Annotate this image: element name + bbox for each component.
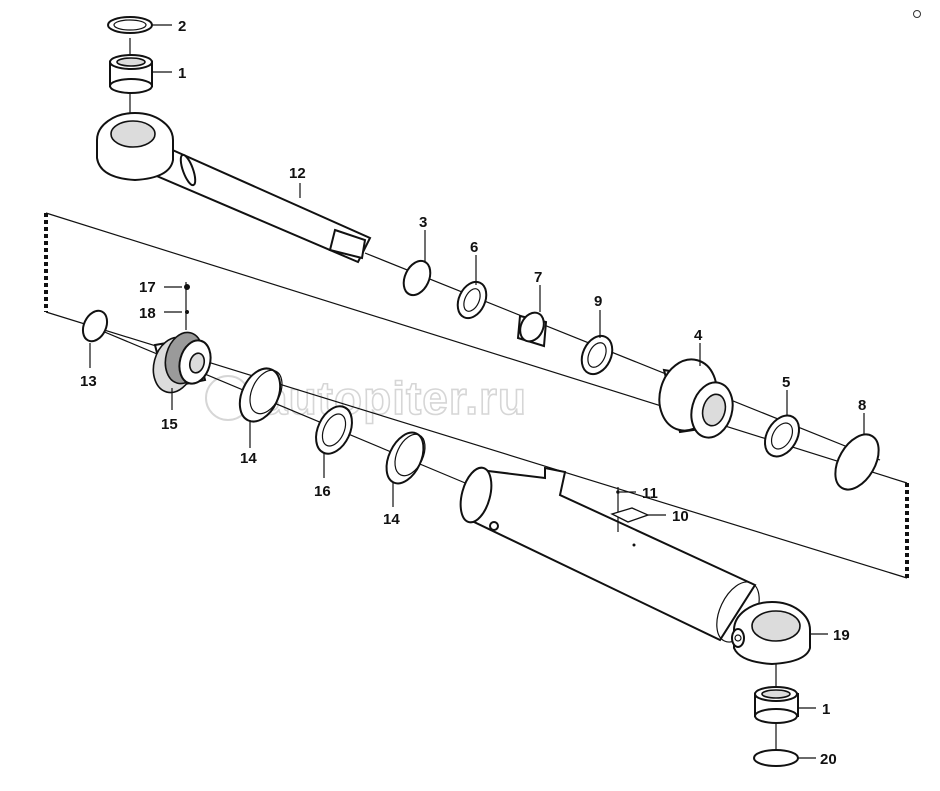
label-4: 4	[694, 327, 703, 344]
label-11: 11	[642, 485, 658, 502]
label-5: 5	[782, 374, 790, 391]
part-2-ring	[107, 16, 153, 34]
leader-lines	[89, 24, 865, 759]
part-17-pin	[184, 284, 190, 290]
label-15: 15	[161, 416, 178, 433]
label-20: 20	[820, 751, 837, 768]
part-1-bushing-bottom	[754, 686, 799, 724]
part-9-seal	[580, 334, 614, 376]
label-14a: 14	[240, 450, 257, 467]
label-1-top: 1	[178, 65, 186, 82]
label-13: 13	[80, 373, 97, 390]
part-5-seal	[763, 414, 801, 458]
part-16-seal	[315, 405, 353, 455]
part-14a-wear-ring	[238, 367, 283, 423]
label-16: 16	[314, 483, 331, 500]
corner-mark	[913, 10, 921, 18]
label-3: 3	[419, 214, 427, 231]
part-8-ring	[834, 433, 880, 491]
part-18-pin	[185, 310, 189, 314]
part-13-o-ring	[81, 309, 109, 343]
part-20-circlip	[753, 749, 799, 767]
part-4-gland	[658, 358, 734, 439]
part-3-o-ring	[402, 259, 432, 297]
label-18: 18	[139, 305, 156, 322]
part-7-bushing	[516, 311, 548, 348]
label-1-bottom: 1	[822, 701, 830, 718]
label-14b: 14	[383, 511, 400, 528]
part-11-nipple	[616, 487, 636, 547]
part-1-bushing-top	[109, 54, 153, 94]
label-2: 2	[178, 18, 186, 35]
label-19: 19	[833, 627, 850, 644]
watermark-text: autopiter.ru	[262, 372, 527, 424]
part-6-seal	[456, 280, 488, 320]
label-12: 12	[289, 165, 306, 182]
label-17: 17	[139, 279, 156, 296]
label-6: 6	[470, 239, 478, 256]
part-14b-wear-ring	[385, 431, 426, 485]
part-19-cylinder-tube	[459, 466, 811, 666]
part-15-piston	[152, 331, 212, 394]
label-10: 10	[672, 508, 689, 525]
part-labels: 2 1 12 3 6 7 9 4 5 8 17 18 13 15 14 16 1…	[80, 18, 866, 768]
label-9: 9	[594, 293, 602, 310]
part-12-piston-rod	[96, 112, 372, 264]
label-8: 8	[858, 397, 866, 414]
label-7: 7	[534, 269, 542, 286]
